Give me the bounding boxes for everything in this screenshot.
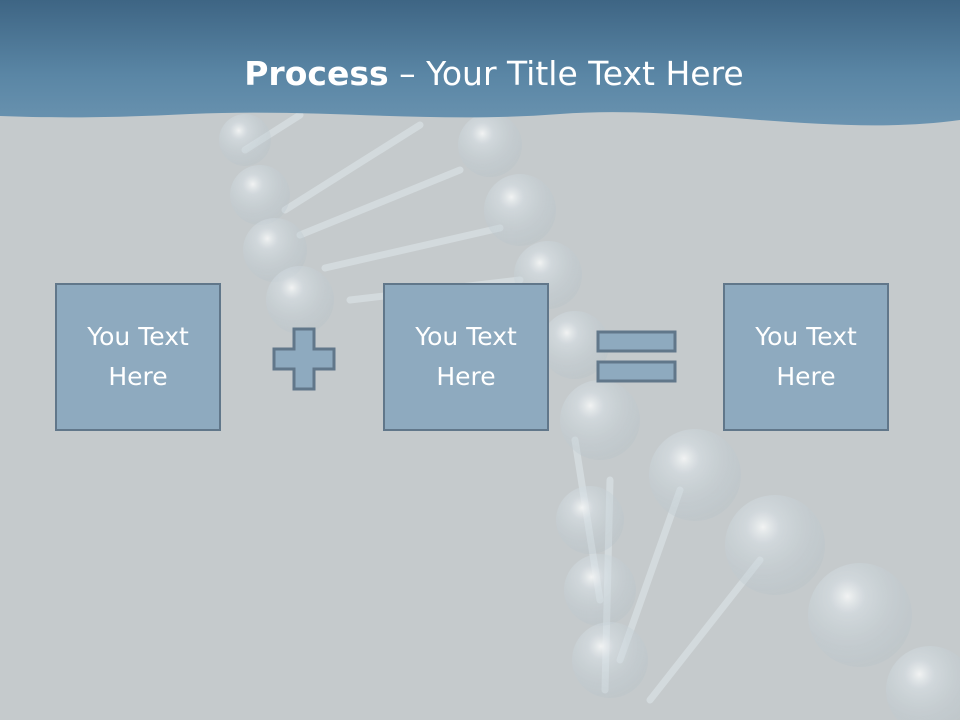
text-box-1-line2: Here: [108, 362, 168, 391]
text-box-3-content: You Text Here: [755, 317, 857, 397]
text-box-3-line1: You Text: [755, 322, 857, 351]
text-box-1[interactable]: You Text Here: [55, 283, 221, 431]
title-bold-text: Process: [244, 54, 389, 93]
title-regular-text: Your Title Text Here: [426, 54, 744, 93]
text-box-1-content: You Text Here: [87, 317, 189, 397]
equals-icon: [596, 330, 677, 383]
dna-helix-image: [219, 111, 960, 720]
text-box-1-line1: You Text: [87, 322, 189, 351]
text-box-2[interactable]: You Text Here: [383, 283, 549, 431]
text-box-2-line1: You Text: [415, 322, 517, 351]
text-box-2-line2: Here: [436, 362, 496, 391]
text-box-2-content: You Text Here: [415, 317, 517, 397]
text-box-3[interactable]: You Text Here: [723, 283, 889, 431]
plus-icon: [272, 327, 336, 391]
title-separator: –: [388, 54, 427, 93]
header-band: [0, 0, 960, 126]
text-box-3-line2: Here: [776, 362, 836, 391]
slide-title: Process – Your Title Text Here: [0, 52, 960, 96]
